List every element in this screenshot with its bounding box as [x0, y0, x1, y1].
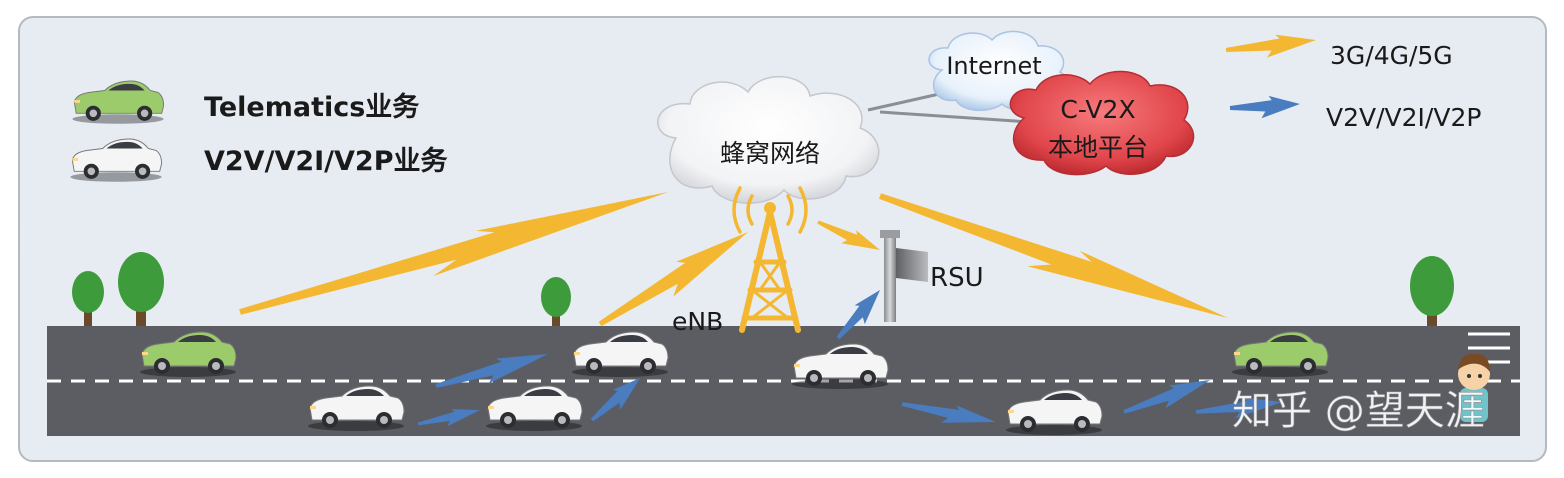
cv2x-label-line2: 本地平台 [1048, 133, 1148, 162]
cellular-bolt [598, 232, 748, 327]
legend-v2x-service-label: V2V/V2I/V2P业务 [204, 146, 448, 177]
tree [1410, 256, 1454, 326]
direct-bolt [590, 378, 640, 422]
legend-cellular-label: 3G/4G/5G [1330, 41, 1453, 70]
telematics-car [140, 331, 237, 377]
cv2x-label-line1: C-V2X [1060, 95, 1135, 124]
watermark: 知乎 @望天涯 [1232, 388, 1485, 434]
direct-bolt [836, 290, 880, 340]
cv2x-platform-cloud: C-V2X 本地平台 [1009, 70, 1195, 176]
legend-direct-bolt-icon [1229, 95, 1300, 119]
enb-tower [732, 186, 808, 333]
legend-telematics-car-shape [72, 80, 165, 124]
watermark-avatar-icon [1458, 353, 1490, 422]
direct-bolt [1195, 397, 1282, 419]
legend-telematics-label: Telematics业务 [204, 92, 419, 123]
direct-bolt [417, 409, 480, 427]
direct-bolt [901, 402, 996, 423]
v2x-car [308, 385, 405, 431]
v2x-car [572, 331, 669, 377]
legend-direct-bolt [1229, 95, 1300, 119]
legend-v2x-car [70, 138, 163, 182]
legend-direct-label: V2V/V2I/V2P [1326, 103, 1481, 132]
legend-cellular-bolt [1225, 34, 1316, 58]
internet-label: Internet [946, 52, 1041, 80]
v2x-car [486, 385, 583, 431]
cellular-bolt [879, 193, 1228, 318]
enb-label: eNB [672, 307, 723, 336]
v2x-car [1006, 389, 1103, 435]
telematics-car [1232, 331, 1329, 377]
rsu-unit [880, 230, 928, 322]
direct-bolt [1123, 380, 1210, 414]
legend: Telematics业务 V2V/V2I/V2P业务 3G/4G/5G V2V/… [70, 34, 1481, 182]
legend-cellular-bolt-icon [1225, 34, 1316, 58]
tree [72, 271, 104, 326]
cellular-network-cloud: 蜂窝网络 [657, 76, 880, 204]
cellular-bolt [239, 192, 668, 315]
legend-telematics-car [72, 80, 165, 124]
vehicles [140, 331, 1329, 435]
network-link-cv2x [879, 110, 1031, 124]
tree [541, 277, 571, 326]
cellular-bolt [817, 220, 880, 250]
direct-links [417, 290, 1282, 427]
cellular-network-label: 蜂窝网络 [720, 139, 820, 168]
direct-bolt [435, 354, 548, 388]
v2x-car [792, 343, 889, 389]
cellular-links [239, 192, 1228, 327]
legend-v2x-car-shape [70, 138, 163, 182]
tree [118, 252, 164, 326]
rsu-label: RSU [930, 263, 984, 293]
network-link-internet [867, 90, 949, 112]
